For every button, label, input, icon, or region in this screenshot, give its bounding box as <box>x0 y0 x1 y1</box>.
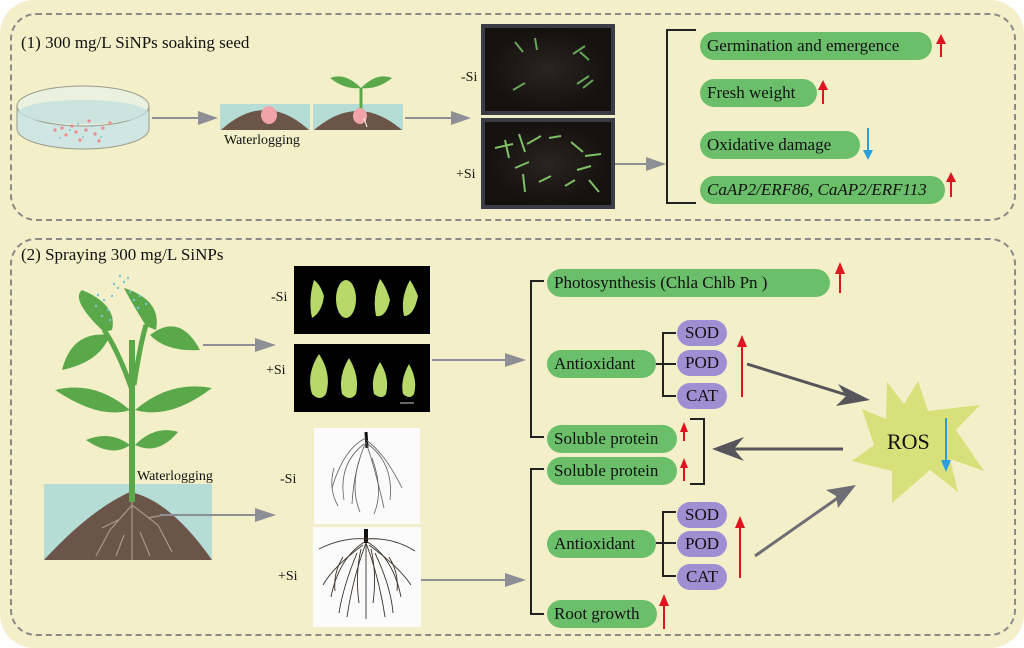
outcome-gene-expression: CaAP2/ERF86, CaAP2/ERF113 <box>700 176 945 204</box>
ros-label: ROS <box>887 429 930 454</box>
root-enzyme-bracket <box>656 511 676 577</box>
leaf-enzyme-pod: POD <box>677 350 727 376</box>
arrow-dark-to-ros-icon <box>754 485 856 558</box>
panel-spraying <box>10 238 1016 636</box>
arrow-down-blue-icon <box>863 128 873 160</box>
outcome-fresh-weight: Fresh weight <box>700 79 817 107</box>
waterlogging-label: Waterlogging <box>224 133 300 148</box>
root-photo-plus-si <box>313 527 421 627</box>
arrow-dark-to-ros-icon <box>746 362 870 406</box>
arrow-gray-right-icon <box>203 338 276 352</box>
arrow-gray-right-icon <box>421 573 526 587</box>
arrow-dark-from-ros-icon <box>712 437 843 461</box>
leaf-enzyme-sod: SOD <box>677 320 727 346</box>
arrow-gray-right-icon <box>160 508 276 522</box>
plant-waterlogging-label: Waterlogging <box>137 469 213 484</box>
arrow-up-red-icon <box>735 516 745 578</box>
root-photo-minus-si <box>314 428 420 524</box>
petri-dish-icon <box>16 85 150 150</box>
panel-soaking-seed <box>10 13 1016 221</box>
pepper-plant-icon <box>44 274 212 560</box>
root-enzyme-sod: SOD <box>677 502 727 528</box>
root-antioxidant: Antioxidant <box>547 530 656 558</box>
root-enzyme-cat: CAT <box>677 564 727 590</box>
leaf-enzyme-bracket <box>656 332 676 397</box>
leaf-soluble-protein: Soluble protein <box>547 425 677 453</box>
root-enzyme-pod: POD <box>677 531 727 557</box>
arrow-gray-right-icon <box>432 353 526 367</box>
outcome-root-growth: Root growth <box>547 600 657 628</box>
leaf-plus-si-label: +Si <box>266 363 286 378</box>
outcome-oxidative-damage: Oxidative damage <box>700 131 860 159</box>
leaf-antioxidant: Antioxidant <box>547 350 656 378</box>
root-minus-si-label: -Si <box>280 472 297 487</box>
arrow-up-red-icon <box>818 80 828 104</box>
seedling-photo-plus-si <box>481 118 615 209</box>
root-outcome-bracket <box>530 468 544 615</box>
arrow-up-red-icon <box>936 34 946 57</box>
waterlogged-seed-icon <box>220 104 310 130</box>
outcome-bracket <box>666 29 696 204</box>
arrow-up-red-icon <box>680 422 688 441</box>
root-plus-si-label: +Si <box>278 569 298 584</box>
arrow-gray-right-icon <box>610 157 666 171</box>
ros-starburst-icon <box>852 381 984 503</box>
leaf-photo-plus-si <box>294 344 430 412</box>
outcome-germination: Germination and emergence <box>700 32 932 60</box>
root-soluble-protein: Soluble protein <box>547 457 677 485</box>
arrow-gray-right-icon <box>405 111 471 125</box>
leaf-enzyme-cat: CAT <box>677 383 727 409</box>
arrow-up-red-icon <box>835 262 845 293</box>
leaf-outcome-bracket <box>530 280 544 438</box>
arrow-up-red-icon <box>680 458 688 481</box>
arrow-up-red-icon <box>737 335 747 397</box>
seedling-photo-minus-si <box>481 24 615 115</box>
soluble-protein-bracket <box>690 418 705 485</box>
arrow-down-blue-icon <box>941 418 951 472</box>
leaf-minus-si-label: -Si <box>271 290 288 305</box>
seedling-icon <box>313 76 403 130</box>
arrow-up-red-icon <box>659 594 669 629</box>
panel2-title: (2) Spraying 300 mg/L SiNPs <box>21 245 224 264</box>
minus-si-label: -Si <box>461 70 478 85</box>
outcome-photosynthesis: Photosynthesis (Chla Chlb Pn ) <box>547 269 830 297</box>
panel1-title: (1) 300 mg/L SiNPs soaking seed <box>21 33 250 52</box>
arrow-gray-right-icon <box>152 111 218 125</box>
plus-si-label: +Si <box>456 167 476 182</box>
leaf-photo-minus-si <box>294 266 430 334</box>
arrow-up-red-icon <box>946 172 956 197</box>
